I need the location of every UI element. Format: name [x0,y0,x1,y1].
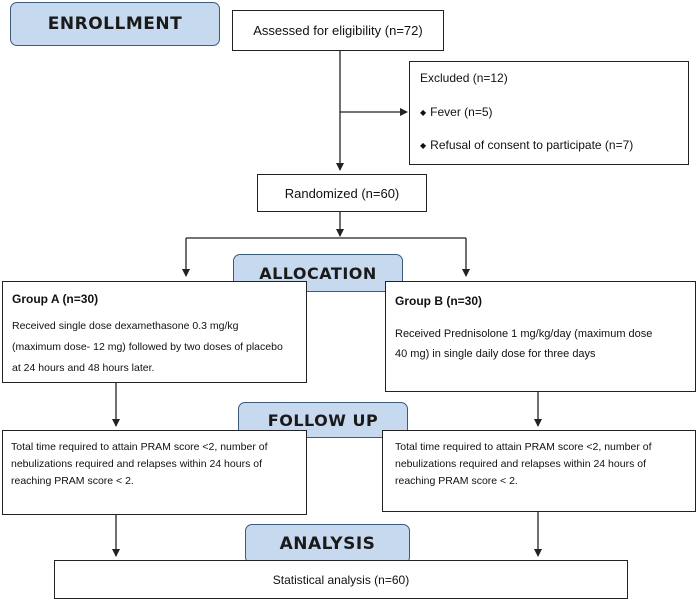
group-a-box: Group A (n=30) Received single dose dexa… [2,281,307,383]
followup-a-line-2: nebulizations required and relapses with… [11,458,262,470]
allocation-stage-label: ALLOCATION [233,254,403,292]
analysis-box: Statistical analysis (n=60) [54,560,628,599]
group-b-line-2: 40 mg) in single daily dose for three da… [395,348,596,360]
followup-a-box: Total time required to attain PRAM score… [2,430,307,515]
analysis-stage-label: ANALYSIS [245,524,410,564]
assessed-box: Assessed for eligibility (n=72) [232,10,444,51]
enrollment-stage-label: ENROLLMENT [10,2,220,46]
followup-a-line-3: reaching PRAM score < 2. [11,475,134,487]
excluded-box: Excluded (n=12) ◆Fever (n=5) ◆Refusal of… [409,61,689,165]
group-b-title: Group B (n=30) [395,294,483,308]
randomized-box: Randomized (n=60) [257,174,427,212]
excluded-item-refusal: ◆Refusal of consent to participate (n=7) [420,138,634,152]
followup-b-line-1: Total time required to attain PRAM score… [395,441,652,453]
group-b-box: Group B (n=30) Received Prednisolone 1 m… [385,281,696,392]
group-a-line-3: at 24 hours and 48 hours later. [12,362,155,374]
excluded-item-refusal-text: Refusal of consent to participate (n=7) [430,138,634,152]
followup-b-box: Total time required to attain PRAM score… [382,430,696,512]
followup-a-line-1: Total time required to attain PRAM score… [11,441,268,453]
group-a-line-2: (maximum dose- 12 mg) followed by two do… [12,341,283,353]
excluded-item-fever: ◆Fever (n=5) [420,105,493,119]
group-a-line-1: Received single dose dexamethasone 0.3 m… [12,320,239,332]
followup-b-line-3: reaching PRAM score < 2. [395,475,518,487]
group-a-title: Group A (n=30) [12,292,99,306]
group-b-line-1: Received Prednisolone 1 mg/kg/day (maxim… [395,328,653,340]
excluded-title: Excluded (n=12) [420,71,508,85]
excluded-item-fever-text: Fever (n=5) [430,105,493,119]
followup-b-line-2: nebulizations required and relapses with… [395,458,646,470]
